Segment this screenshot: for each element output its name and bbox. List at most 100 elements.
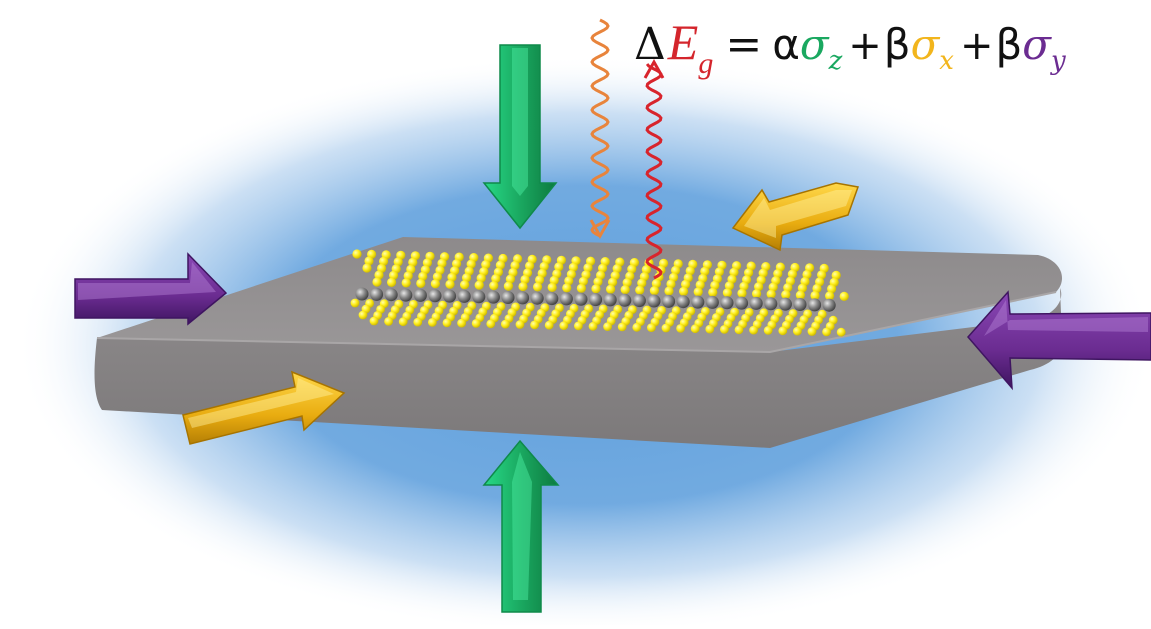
sulfur-atom [384,317,393,326]
sulfur-atom [612,264,622,274]
sulfur-atom [510,260,520,271]
incident-photon-icon [589,18,611,240]
sulfur-atom [679,286,689,296]
metal-atom [647,294,661,308]
sulfur-atom [432,272,442,282]
sulfur-atom [481,260,491,270]
sulfur-atom [387,277,397,287]
sulfur-atom [374,270,384,280]
sulfur-atom [471,319,481,328]
sulfur-atom [710,280,720,290]
sulfur-atom [773,269,783,279]
metal-atom [603,293,617,307]
formula-sigma-x: σ [910,20,940,69]
metal-atom [720,296,734,310]
sulfur-atom [637,278,647,288]
metal-atom [501,291,515,304]
metal-atom [589,293,603,307]
metal-atom [486,290,500,304]
sulfur-atom [466,259,476,269]
formula-sigma-z: σ [799,20,829,69]
metal-atom [559,292,573,306]
sulfur-atom [671,265,681,275]
stress-y-right-arrow [967,290,1151,391]
sulfur-atom [422,258,432,268]
sulfur-atom [413,317,423,327]
sulfur-atom [797,283,808,293]
sulfur-atom [676,324,685,333]
sulfur-atom [445,279,455,289]
sulfur-atom [489,281,499,291]
sulfur-atom [661,323,671,333]
sulfur-atom [518,281,528,292]
sulfur-atom [430,279,440,289]
metal-atom [574,292,588,306]
formula-subscript-x: x [939,46,954,76]
sulfur-atom [724,281,735,291]
sulfur-atom [591,284,601,294]
sulfur-atom [457,318,466,328]
metal-atom [413,288,427,302]
sulfur-atom [389,270,399,280]
sulfur-atom [666,279,676,289]
sulfur-atom [460,280,470,290]
sulfur-atom [398,317,408,327]
formula-plus-2: + [959,23,994,69]
sulfur-atom [783,283,793,293]
stress-x-right-arrow [731,182,860,252]
sulfur-atom [416,278,426,288]
sulfur-atom [690,324,700,334]
sulfur-atom [766,289,776,299]
sulfur-atom [617,322,627,332]
sulfur-atom [525,261,535,271]
sulfur-atom [817,270,827,280]
sulfur-atom [379,256,389,266]
metal-atom [705,295,719,309]
sulfur-atom [793,326,802,336]
sulfur-atom [685,266,695,276]
sulfur-atom [539,261,549,271]
sulfur-atom [763,326,773,335]
sulfur-atom [505,274,515,284]
sulfur-atom [603,322,612,331]
sulfur-atom [839,291,849,301]
sulfur-atom [408,257,418,267]
sulfur-atom [358,310,368,320]
sulfur-atom [583,263,593,273]
sulfur-atom [593,277,603,287]
sulfur-atom [549,275,559,285]
sulfur-atom [836,327,846,337]
metal-atom [793,298,807,311]
sulfur-atom [452,259,462,269]
sulfur-atom [802,269,812,280]
sulfur-atom [462,273,472,283]
formula-coefficient-y: β [995,20,1023,69]
sulfur-atom [825,291,835,301]
sulfur-atom [437,258,447,268]
sulfur-atom [651,279,662,289]
sulfur-atom [693,287,703,297]
sulfur-atom [822,327,831,337]
sulfur-atom [501,319,510,329]
sulfur-atom [588,321,598,331]
sulfur-atom [641,265,652,275]
metal-atom [822,298,836,312]
metal-atom [399,288,413,302]
metal-atom [735,296,749,310]
metal-atom [472,290,486,304]
sulfur-atom [812,283,822,294]
stress-z-bottom-arrow [482,439,560,613]
sulfur-atom [486,319,496,329]
formula-energy-subscript: g [698,47,714,80]
sulfur-atom [559,321,569,330]
sulfur-atom [608,277,618,287]
sulfur-atom [515,320,525,329]
sulfur-atom [533,282,543,292]
stress-x-left-arrow [182,370,346,445]
sulfur-atom [744,268,754,278]
sulfur-atom [831,270,841,280]
sulfur-atom [564,276,574,286]
sulfur-atom [562,283,572,293]
stress-y-left-arrow [74,252,228,326]
